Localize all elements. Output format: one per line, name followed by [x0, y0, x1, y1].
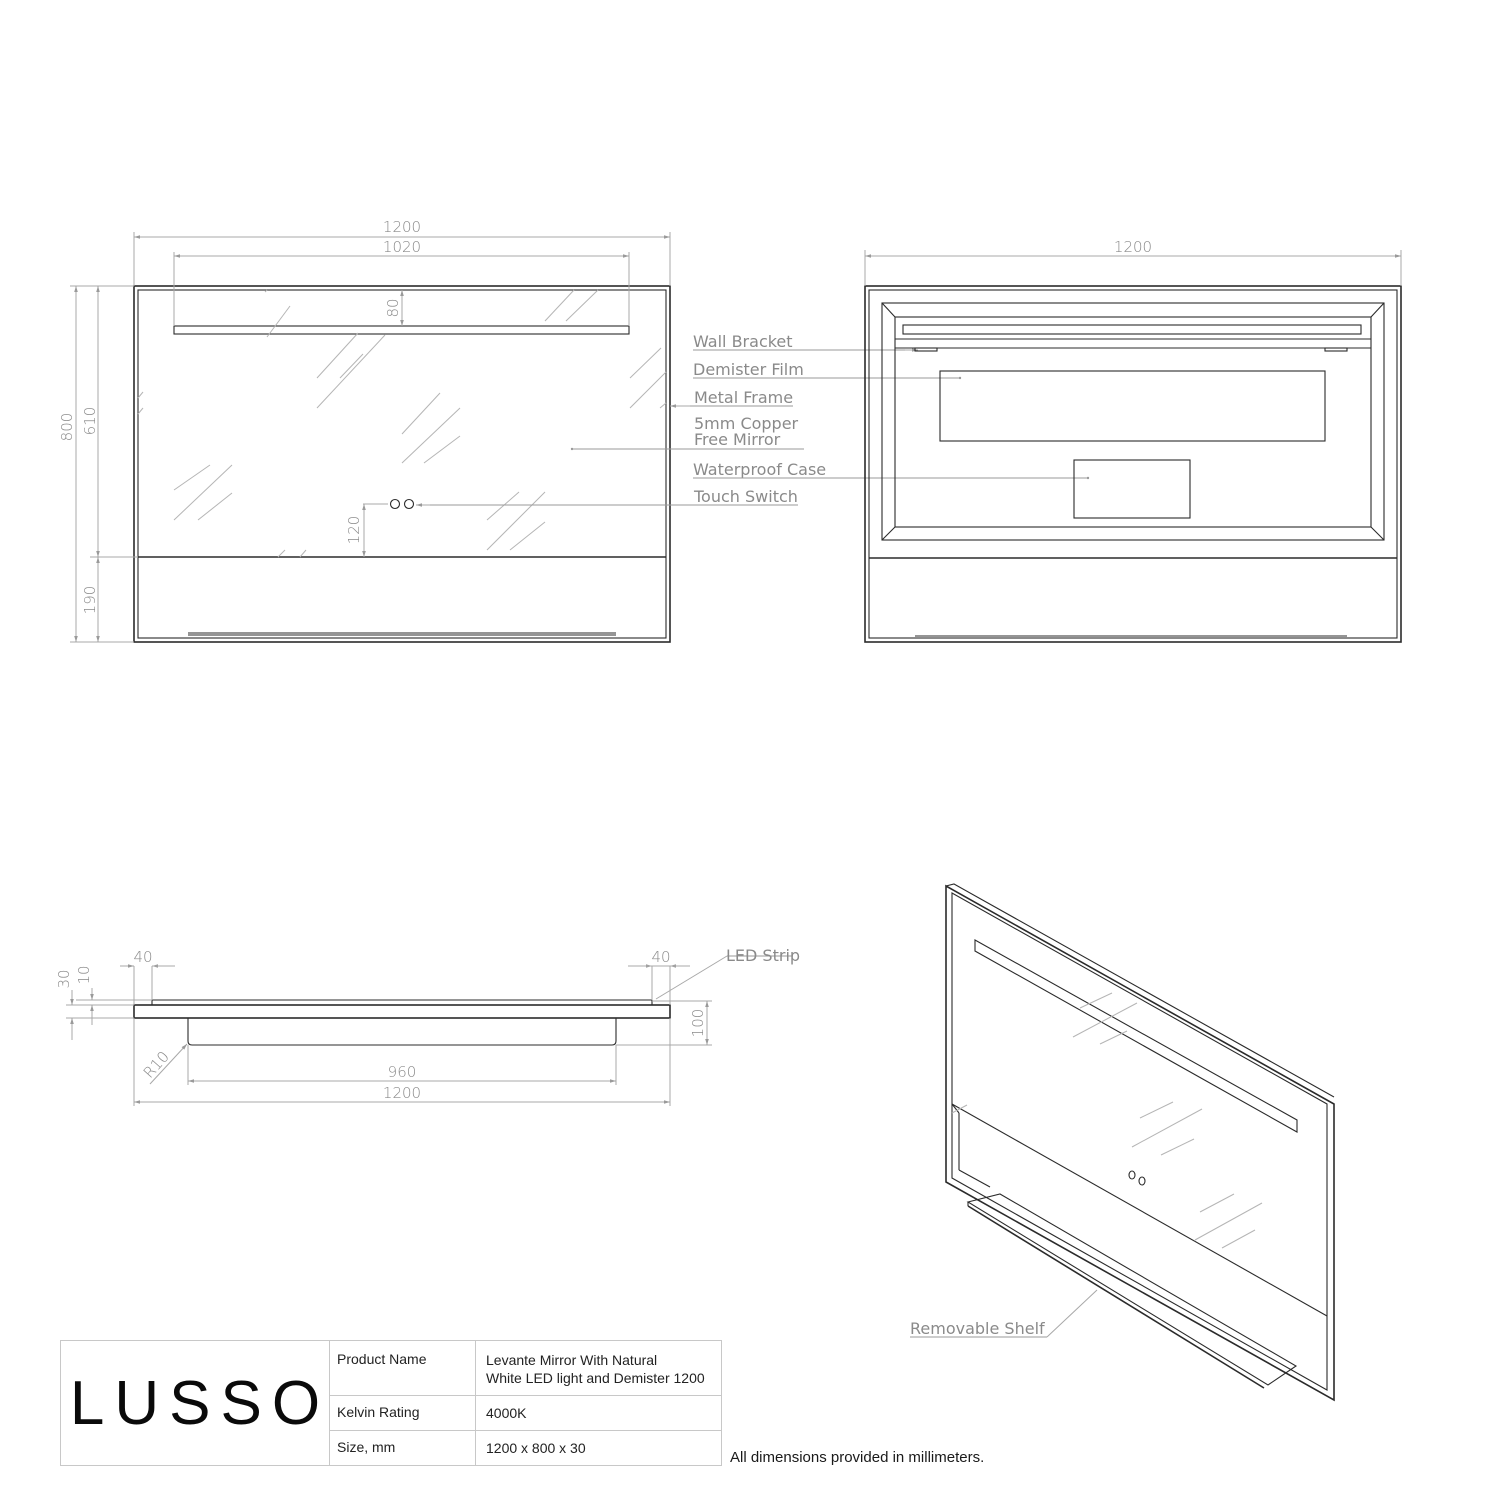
- dim-switch-height: 120: [345, 516, 363, 545]
- row-value: 4000K: [486, 1405, 527, 1421]
- product-info-table: Product Name Levante Mirror With Natural…: [330, 1341, 721, 1465]
- isometric-view: Removable Shelf: [910, 883, 1335, 1402]
- row-key: Size, mm: [330, 1431, 476, 1465]
- dim-led-offset: 80: [384, 298, 402, 317]
- callout-metal-frame: Metal Frame: [694, 388, 793, 407]
- led-strip-label: LED Strip: [726, 946, 800, 965]
- callout-mirror-line2: Free Mirror: [694, 430, 781, 449]
- iso-glass-reflection-hatch: [951, 992, 1263, 1249]
- dim-bottom-panel: 190: [81, 586, 99, 615]
- glass-reflection-hatch: [137, 289, 667, 558]
- callout-demister-film: Demister Film: [693, 360, 804, 379]
- dim-overall-height: 800: [58, 413, 76, 442]
- dim-left-inset: 40: [133, 948, 152, 966]
- dim-front-width: 1200: [383, 218, 421, 236]
- callout-labels: Wall Bracket Demister Film Metal Frame 5…: [416, 332, 1090, 507]
- row-key: Product Name: [330, 1341, 476, 1395]
- dimensions-footnote: All dimensions provided in millimeters.: [730, 1449, 985, 1466]
- table-row: Size, mm 1200 x 800 x 30: [330, 1431, 721, 1465]
- top-view: 40 40 LED Strip 30 10 100 R10 960: [55, 946, 800, 1106]
- dim-depth-total: 30: [55, 969, 73, 988]
- removable-shelf-label: Removable Shelf: [910, 1319, 1045, 1338]
- logo-cell: LUSSO: [61, 1341, 330, 1465]
- row-value: Levante Mirror With Natural White LED li…: [476, 1341, 721, 1395]
- dim-top-width: 1200: [383, 1084, 421, 1102]
- front-view: 1200 1020 80 120 800 610 190: [58, 218, 671, 643]
- waterproof-case: [1073, 459, 1191, 519]
- dim-shelf-depth: 100: [689, 1009, 707, 1038]
- row-value: 1200 x 800 x 30: [486, 1440, 586, 1456]
- table-row: Product Name Levante Mirror With Natural…: [330, 1341, 721, 1396]
- dim-mirror-height: 610: [81, 407, 99, 436]
- rear-view: 1200: [864, 238, 1402, 643]
- brand-logo: LUSSO: [69, 1368, 331, 1438]
- wall-bracket: [914, 347, 938, 352]
- dim-radius: R10: [140, 1048, 173, 1082]
- dim-right-inset: 40: [651, 948, 670, 966]
- led-strip: [173, 325, 630, 335]
- callout-mirror-line1: 5mm Copper: [694, 414, 799, 433]
- product-name-line2: White LED light and Demister 1200: [486, 1370, 705, 1386]
- dim-rear-width: 1200: [1114, 238, 1152, 256]
- callout-touch-switch: Touch Switch: [693, 487, 798, 506]
- table-row: Kelvin Rating 4000K: [330, 1396, 721, 1431]
- dim-depth-frame: 10: [75, 965, 93, 984]
- callout-waterproof-case: Waterproof Case: [693, 460, 826, 479]
- row-key: Kelvin Rating: [330, 1396, 476, 1430]
- product-name-line1: Levante Mirror With Natural: [486, 1352, 658, 1368]
- iso-shelf: [966, 1193, 1298, 1386]
- dim-shelf-width: 960: [388, 1063, 417, 1081]
- demister-film: [939, 370, 1326, 442]
- callout-wall-bracket: Wall Bracket: [693, 332, 793, 351]
- dim-led-width: 1020: [383, 238, 421, 256]
- touch-switch-icon: [389, 498, 401, 510]
- title-block: LUSSO Product Name Levante Mirror With N…: [60, 1340, 722, 1466]
- wall-bracket: [1324, 347, 1348, 352]
- iso-led-strip: [974, 939, 1298, 1133]
- touch-switch-icon: [403, 498, 415, 510]
- shelf: [187, 1018, 617, 1046]
